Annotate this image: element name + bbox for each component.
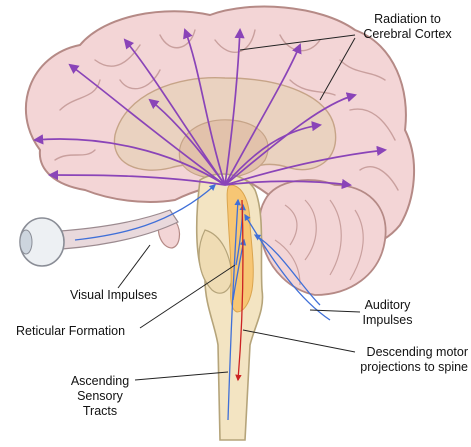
auditory-label-line2: Impulses	[345, 313, 430, 328]
ascending-label-line1: Ascending	[60, 374, 140, 389]
visual-impulses-label: Visual Impulses	[70, 288, 157, 303]
auditory-impulses-label: Auditory Impulses	[345, 298, 430, 328]
radiation-label: Radiation to Cerebral Cortex	[350, 12, 465, 42]
optic-nerve	[45, 210, 178, 250]
eye-lens	[20, 230, 32, 254]
thalamus	[179, 120, 268, 179]
descending-label-line1: Descending motor	[330, 345, 468, 360]
visual-leader-line	[118, 245, 150, 288]
ascending-tracts-label: Ascending Sensory Tracts	[60, 374, 140, 419]
descending-label-line2: projections to spine	[330, 360, 468, 375]
reticular-formation-label: Reticular Formation	[16, 324, 125, 339]
auditory-label-line1: Auditory	[345, 298, 430, 313]
ascending-leader-line	[135, 372, 228, 380]
cerebellum	[259, 180, 385, 295]
ascending-label-line2: Sensory	[60, 389, 140, 404]
descending-motor-label: Descending motor projections to spine	[330, 345, 468, 375]
ascending-label-line3: Tracts	[60, 404, 140, 419]
radiation-label-line1: Radiation to	[350, 12, 465, 27]
radiation-label-line2: Cerebral Cortex	[350, 27, 465, 42]
